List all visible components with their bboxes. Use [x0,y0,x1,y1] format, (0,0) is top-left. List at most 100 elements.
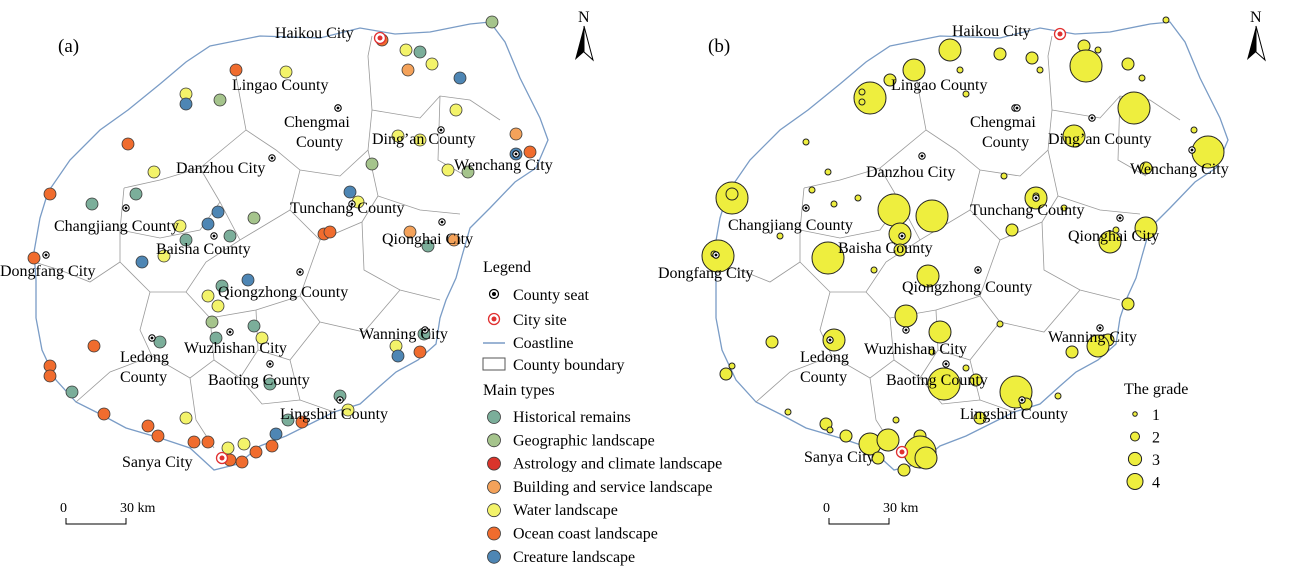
landscape-site [391,349,405,363]
landscape-site [413,45,427,59]
graded-site [1094,46,1102,54]
place-label: Sanya City [122,454,193,471]
graded-site [883,73,897,87]
graded-site [784,408,792,416]
place-label-line2: County [120,369,167,386]
place-danzhou-citya: Danzhou City [176,154,276,177]
graded-site [962,90,970,98]
landscape-site [281,413,295,427]
scale-bar-a: 0 30 km [60,501,156,525]
landscape-site [27,251,41,265]
landscape-site [249,445,263,459]
county-boundaries-a [33,35,501,449]
type-legend-item: Historical remains [487,409,631,426]
county-seat-dot [44,253,48,257]
grade-sites-b [701,16,1225,477]
legend-item-county-boundary: County boundary [482,357,625,374]
county-seat-dot [298,270,302,274]
graded-site [853,81,887,115]
graded-site [938,38,962,62]
landscape-site [147,165,161,179]
type-label: Historical remains [513,409,631,426]
graded-site [962,364,970,372]
landscape-site [237,437,251,451]
panel-b-label: (b) [708,36,730,57]
place-wuzhishan-citya: Wuzhishan City [184,328,287,357]
legend-item-city-site: City site [487,312,567,329]
graded-site [870,266,878,274]
landscape-site [265,439,279,453]
grade-label: 3 [1152,452,1160,469]
graded-site [1086,334,1110,358]
graded-site [854,194,862,202]
type-legend-item: Astrology and climate landscape [487,456,722,473]
landscape-site [413,133,427,147]
landscape-site [269,427,283,441]
place-dongfang-cityb: Dongfang City [658,251,754,282]
place-haikou-cityb: Haikou City [952,23,1067,41]
landscape-site [403,225,417,239]
city-site-dot [219,455,225,461]
county-seat-dot [228,330,232,334]
graded-site [892,416,900,424]
type-legend-item: Water landscape [487,502,618,519]
graded-site [1162,16,1170,24]
north-label-a: N [578,9,590,26]
place-label: Wenchang City [1130,161,1229,178]
landscape-site [453,71,467,85]
place-label: Wuzhishan City [184,340,287,357]
place-sanya-citya: Sanya City [122,451,229,471]
graded-site [902,58,926,82]
legend-title: Legend [483,259,531,276]
graded-site [893,243,907,257]
graded-site [897,463,911,477]
place-changjiang-countya: Changjiang County [54,204,179,235]
place-label: Wuzhishan City [864,341,967,358]
county-seat-dot [124,206,128,210]
place-ding-an-countya: Ding’an County [372,126,476,148]
legend-label-city-site: City site [513,312,567,329]
landscape-site [425,57,439,71]
place-label: Lingshui County [960,406,1068,423]
grade-swatch [1130,431,1140,442]
type-swatch [487,549,501,564]
landscape-site [461,165,475,179]
place-lingao-countyb: Lingao County [891,77,1019,112]
place-label: Haikou City [275,25,354,42]
graded-site [927,367,961,401]
type-label: Astrology and climate landscape [513,456,722,473]
county-seat-dot [920,154,924,158]
county-seat-dot [350,202,354,206]
landscape-site [201,289,215,303]
place-label: Ding’an County [372,131,476,148]
place-lingshui-countya: Lingshui County [280,396,388,423]
place-haikou-citya: Haikou City [275,25,387,45]
county-seat-dot [423,328,427,332]
type-swatch [487,526,501,541]
type-legend-item: Building and service landscape [487,479,713,496]
graded-site [1121,57,1135,71]
graded-site [877,193,911,227]
graded-site [1117,91,1151,125]
landscape-site [187,435,201,449]
landscape-site [247,211,261,225]
grade-label: 1 [1152,407,1160,424]
place-label: Wanning City [1048,329,1137,346]
graded-site [1025,51,1039,65]
city-site-dot [1057,31,1063,37]
landscape-site [447,233,461,247]
landscape-site [223,229,237,243]
county-seat-dot [338,398,342,402]
north-label-b: N [1250,9,1262,26]
place-label-line2: County [296,134,343,151]
landscape-site [399,43,413,57]
legend-item-coastline: Coastline [483,335,573,352]
grade-legend-item: 4 [1126,473,1160,492]
graded-site [956,66,964,74]
